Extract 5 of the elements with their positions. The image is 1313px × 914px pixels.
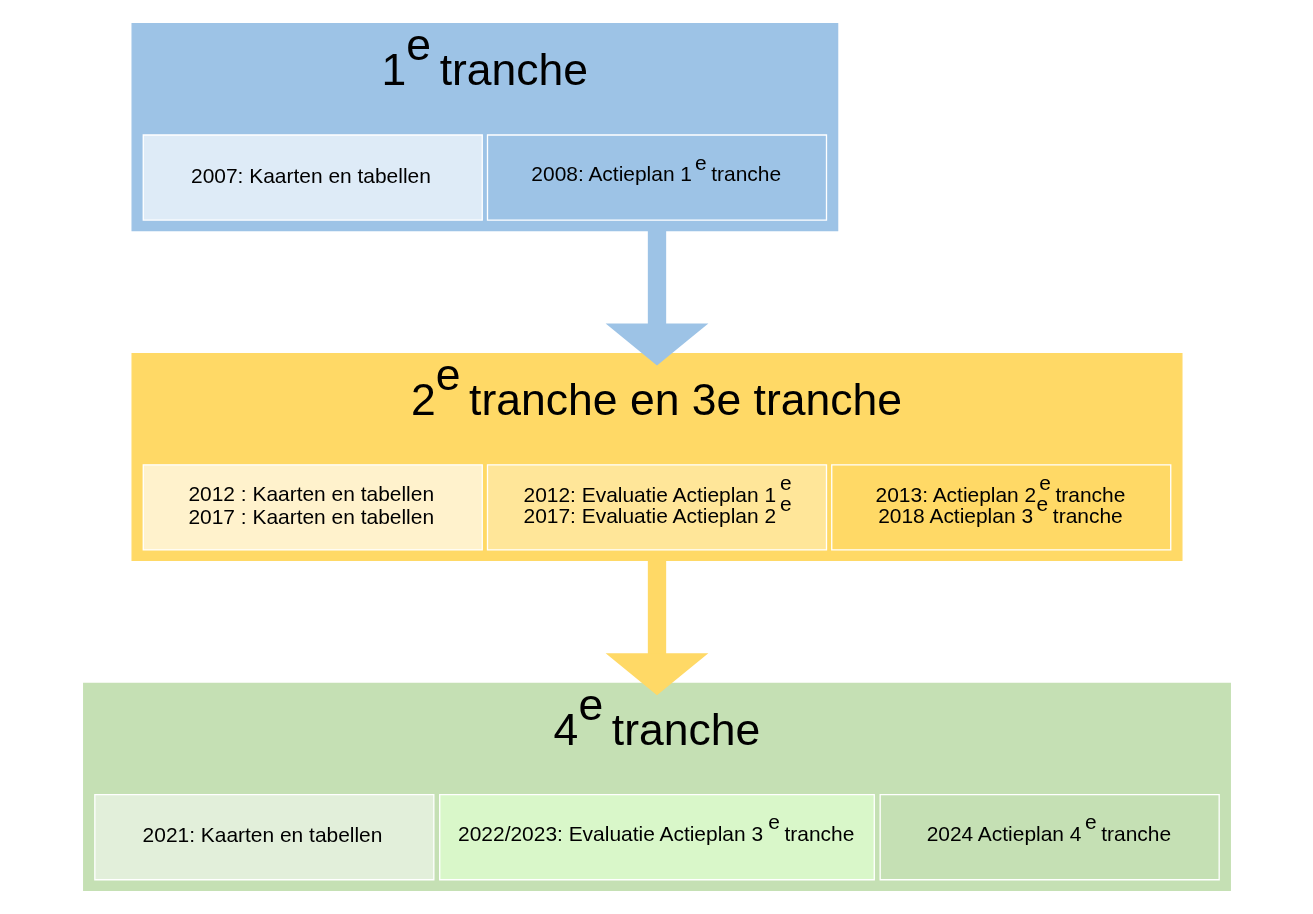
node-box: 2021: Kaarten en tabellen	[93, 794, 434, 881]
arrow	[605, 560, 708, 696]
node-box: 2007: Kaarten en tabellen	[142, 134, 483, 221]
node-box: 2012 : Kaarten en tabellen 2017 : Kaarten en tabellen	[142, 464, 483, 551]
arrow	[605, 230, 708, 366]
